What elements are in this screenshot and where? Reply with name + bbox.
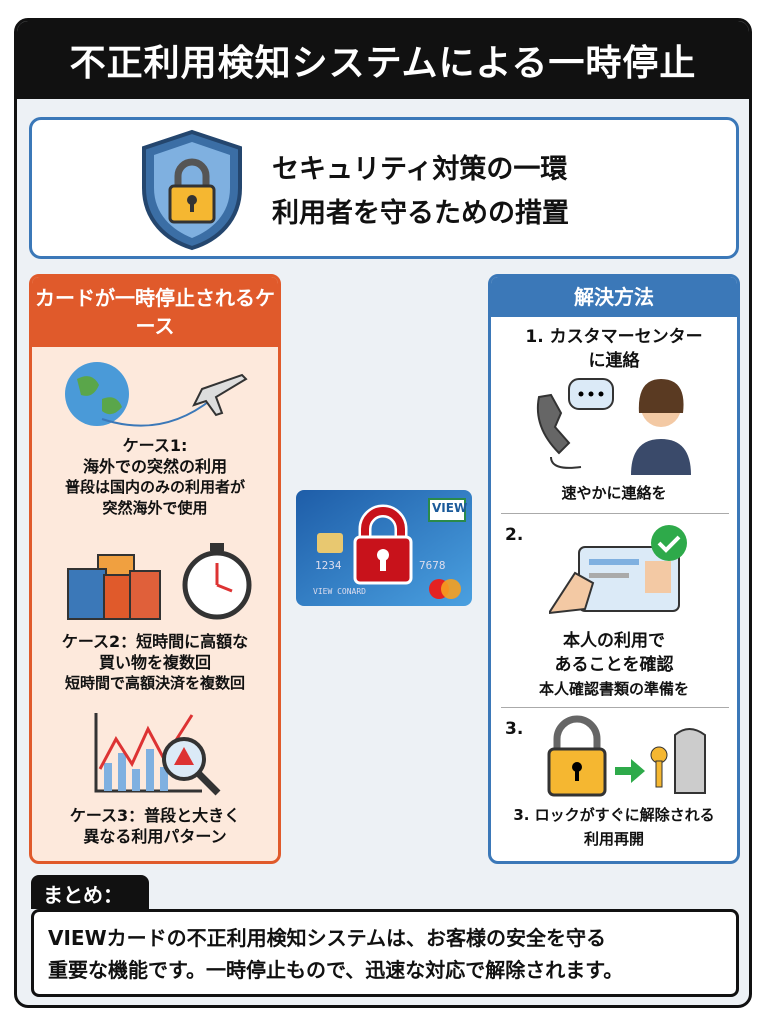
case-1: ケース1: 海外での突然の利用 普段は国内のみの利用者が 突然海外で使用 <box>32 435 278 519</box>
step-1-title: 1. カスタマーセンター に連絡 <box>491 325 737 373</box>
globe-airplane-icon <box>65 362 248 427</box>
summary-box: VIEWカードの不正利用検知システムは、お客様の安全を守る 重要な機能です。一時… <box>31 909 739 997</box>
case-1-title: ケース1: <box>122 436 188 455</box>
case-1-desc-1: 普段は国内のみの利用者が <box>64 478 245 496</box>
infographic-frame: 不正利用検知システムによる一時停止 セキュリティ対策の一環 利用者を守るための措… <box>14 18 752 1008</box>
step-1-title-line-2: に連絡 <box>588 351 640 371</box>
case-2-subtitle: 買い物を複数回 <box>98 653 211 672</box>
case-2: ケース2：短時間に高額な 買い物を複数回 短時間で高額決済を複数回 <box>32 631 278 694</box>
step-2-title: 本人の利用で あることを確認 <box>491 629 737 677</box>
case-2-desc: 短時間で高額決済を複数回 <box>64 674 245 692</box>
page-title: 不正利用検知システムによる一時停止 <box>17 21 749 99</box>
card-brand: VIEW <box>432 501 468 515</box>
unlock-key-icon <box>547 715 706 797</box>
phone-operator-icon <box>536 378 691 475</box>
case-3: ケース3：普段と大きく 異なる利用パターン <box>32 805 278 847</box>
card-number-right: 7678 <box>419 559 446 572</box>
step-2-title-line-2: あることを確認 <box>554 655 674 675</box>
resolution-panel: 解決方法 1. カスタマーセンター に連絡 速やかに連絡を 2. 本人の利用で … <box>488 274 740 864</box>
summary-label: まとめ： <box>31 875 149 909</box>
banner-text: セキュリティ対策の一環 利用者を守るための措置 <box>272 148 569 236</box>
case-3-title: ケース3：普段と大きく <box>69 806 241 825</box>
step-2-title-line-1: 本人の利用で <box>563 631 665 651</box>
step-3-number: 3. <box>505 719 524 739</box>
shield-lock-icon <box>142 129 242 251</box>
resolution-header: 解決方法 <box>491 277 737 317</box>
step-1-title-line-1: 1. カスタマーセンター <box>525 327 703 347</box>
summary-line-2: 重要な機能です。一時停止もので、迅速な対応で解除されます。 <box>48 958 624 982</box>
locked-credit-card-icon: VIEW 1234 7678 VIEW CONARD <box>295 489 473 607</box>
summary-line-1: VIEWカードの不正利用検知システムは、お客様の安全を守る <box>48 926 607 950</box>
id-card-check-icon <box>549 525 687 615</box>
card-number-left: 1234 <box>315 559 342 572</box>
cases-header: カードが一時停止されるケース <box>32 277 278 347</box>
case-1-desc-2: 突然海外で使用 <box>102 499 208 517</box>
step-3-desc: 利用再開 <box>583 830 644 848</box>
case-3-subtitle: 異なる利用パターン <box>83 827 227 846</box>
step-2-desc: 本人確認書類の準備を <box>538 680 689 698</box>
step-2-number: 2. <box>505 525 524 545</box>
banner-line-1: セキュリティ対策の一環 <box>272 154 568 185</box>
banner-line-2: 利用者を守るための措置 <box>272 198 569 229</box>
suspension-cases-panel: カードが一時停止されるケース ケース1: 海外での突然の利用 普段は国内のみの利… <box>29 274 281 864</box>
step-3-title: 3. ロックがすぐに解除される <box>513 806 715 824</box>
divider <box>501 513 729 514</box>
shopping-bags-stopwatch-icon <box>67 543 252 620</box>
card-holder: VIEW CONARD <box>313 587 366 596</box>
case-1-subtitle: 海外での突然の利用 <box>82 457 227 476</box>
case-2-title: ケース2：短時間に高額な <box>61 632 249 651</box>
step-1-desc: 速やかに連絡を <box>561 484 667 502</box>
divider <box>501 707 729 708</box>
chart-magnifier-alert-icon <box>94 713 221 796</box>
security-banner: セキュリティ対策の一環 利用者を守るための措置 <box>29 117 739 259</box>
